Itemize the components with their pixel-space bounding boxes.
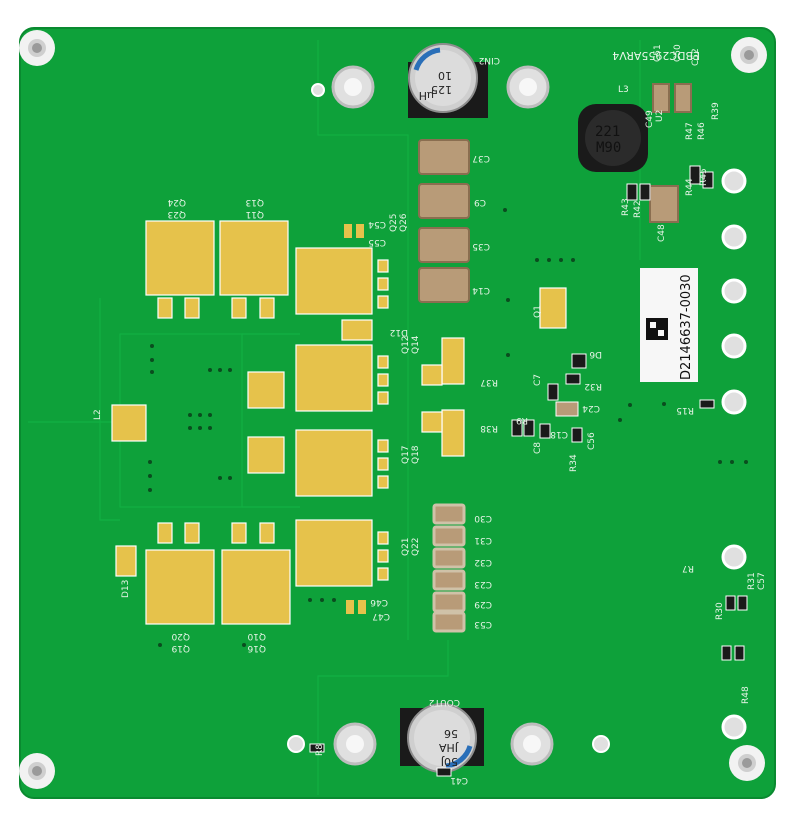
refdes-c51: C51 — [653, 44, 663, 62]
serial-label-text: D2146637-0030 — [679, 274, 694, 380]
capacitor-cout2: 56 JHA 50J — [400, 703, 484, 773]
refdes-q17: Q17 — [401, 445, 411, 464]
refdes-r8: R8 — [315, 744, 325, 756]
refdes-q25: Q25 — [389, 213, 399, 232]
refdes-cin2: CIN2 — [479, 55, 500, 65]
refdes-r43: R43 — [621, 198, 631, 216]
refdes-c32: C32 — [474, 557, 492, 567]
refdes-q14: Q14 — [411, 335, 421, 354]
refdes-c8: C8 — [533, 442, 543, 454]
silkscreen-labels: CIN2 COUT2 L3 L2 C51 C50 C52 C49 U2 R39 … — [93, 44, 767, 785]
terminals — [331, 65, 554, 766]
refdes-r45: R45 — [699, 168, 709, 186]
refdes-q13: Q13 — [245, 197, 264, 207]
refdes-c14: C14 — [472, 285, 490, 295]
refdes-r39: R39 — [711, 102, 721, 120]
refdes-r42: R42 — [633, 200, 643, 218]
refdes-q12: Q12 — [401, 335, 411, 354]
refdes-c49: C49 — [645, 110, 655, 128]
refdes-c52: C52 — [691, 48, 701, 66]
refdes-c56: C56 — [587, 432, 597, 450]
refdes-c23: C23 — [474, 579, 492, 589]
refdes-c46: C46 — [370, 597, 388, 607]
refdes-q26: Q26 — [399, 213, 409, 232]
refdes-c29: C29 — [474, 599, 492, 609]
refdes-q11: Q11 — [245, 209, 264, 219]
mounting-holes — [19, 30, 767, 789]
smd-caps — [418, 83, 692, 303]
refdes-c18: C18 — [550, 429, 568, 439]
refdes-l2: L2 — [93, 409, 103, 420]
refdes-d12: D12 — [390, 327, 408, 337]
inductor-marking-1: 221 — [595, 124, 620, 140]
inductor-l3: 221 M90 — [578, 104, 648, 172]
refdes-c55: C55 — [368, 237, 386, 247]
refdes-q22: Q22 — [411, 537, 421, 556]
refdes-q18: Q18 — [411, 445, 421, 464]
refdes-r30: R30 — [715, 602, 725, 620]
refdes-c7: C7 — [533, 374, 543, 386]
refdes-cout2: COUT2 — [429, 697, 460, 707]
refdes-c50: C50 — [673, 44, 683, 62]
refdes-q10: Q10 — [247, 631, 266, 641]
refdes-r7: R7 — [682, 563, 694, 573]
cout2-marking-3: 50J — [441, 755, 458, 768]
refdes-q24: Q24 — [167, 197, 186, 207]
cin2-marking-1: 10 — [438, 69, 452, 82]
refdes-c37: C37 — [472, 153, 490, 163]
refdes-c41: C41 — [450, 775, 468, 785]
serial-label: D2146637-0030 — [640, 268, 698, 382]
refdes-c48: C48 — [657, 224, 667, 242]
inductor-marking-2: M90 — [596, 140, 621, 156]
refdes-r32: R32 — [584, 381, 602, 391]
refdes-r46: R46 — [697, 122, 707, 140]
refdes-l3: L3 — [618, 85, 629, 95]
refdes-u2: U2 — [655, 110, 665, 122]
output-cap-column — [432, 503, 466, 633]
refdes-c24: C24 — [582, 403, 600, 413]
refdes-c9: C9 — [474, 197, 486, 207]
gold-pads — [111, 220, 567, 625]
refdes-c31: C31 — [474, 535, 492, 545]
refdes-q20: Q20 — [171, 631, 190, 641]
refdes-q23: Q23 — [167, 209, 186, 219]
refdes-q1: Q1 — [533, 305, 543, 318]
small-components — [309, 165, 748, 777]
refdes-r48: R48 — [741, 686, 751, 704]
cout2-marking-2: JHA — [438, 741, 459, 754]
refdes-r15: R15 — [676, 405, 694, 415]
refdes-r37: R37 — [480, 377, 498, 387]
refdes-r31: R31 — [747, 572, 757, 590]
refdes-c54: C54 — [368, 219, 386, 229]
refdes-c53: C53 — [474, 619, 492, 629]
board-code: EBDC2955ARV4 — [612, 49, 700, 62]
refdes-r38: R38 — [480, 423, 498, 433]
test-points — [287, 83, 747, 753]
refdes-r47: R47 — [685, 122, 695, 140]
refdes-q16: Q16 — [247, 643, 266, 653]
cout2-marking-1: 56 — [444, 727, 458, 740]
refdes-c47: C47 — [372, 611, 390, 621]
refdes-r34: R34 — [569, 454, 579, 472]
capacitor-cin2: 10 125 µH — [408, 43, 488, 118]
cin2-marking-2: 125 — [431, 83, 452, 96]
refdes-r44: R44 — [685, 178, 695, 196]
refdes-q19: Q19 — [171, 643, 190, 653]
refdes-c35: C35 — [472, 241, 490, 251]
cin2-marking-3: µH — [419, 89, 434, 102]
vias — [148, 208, 748, 647]
refdes-c57: C57 — [757, 572, 767, 590]
refdes-d13: D13 — [121, 580, 131, 598]
refdes-c30: C30 — [474, 513, 492, 523]
refdes-q21: Q21 — [401, 537, 411, 556]
refdes-d6: D6 — [589, 349, 602, 359]
refdes-r9: R9 — [516, 415, 528, 425]
